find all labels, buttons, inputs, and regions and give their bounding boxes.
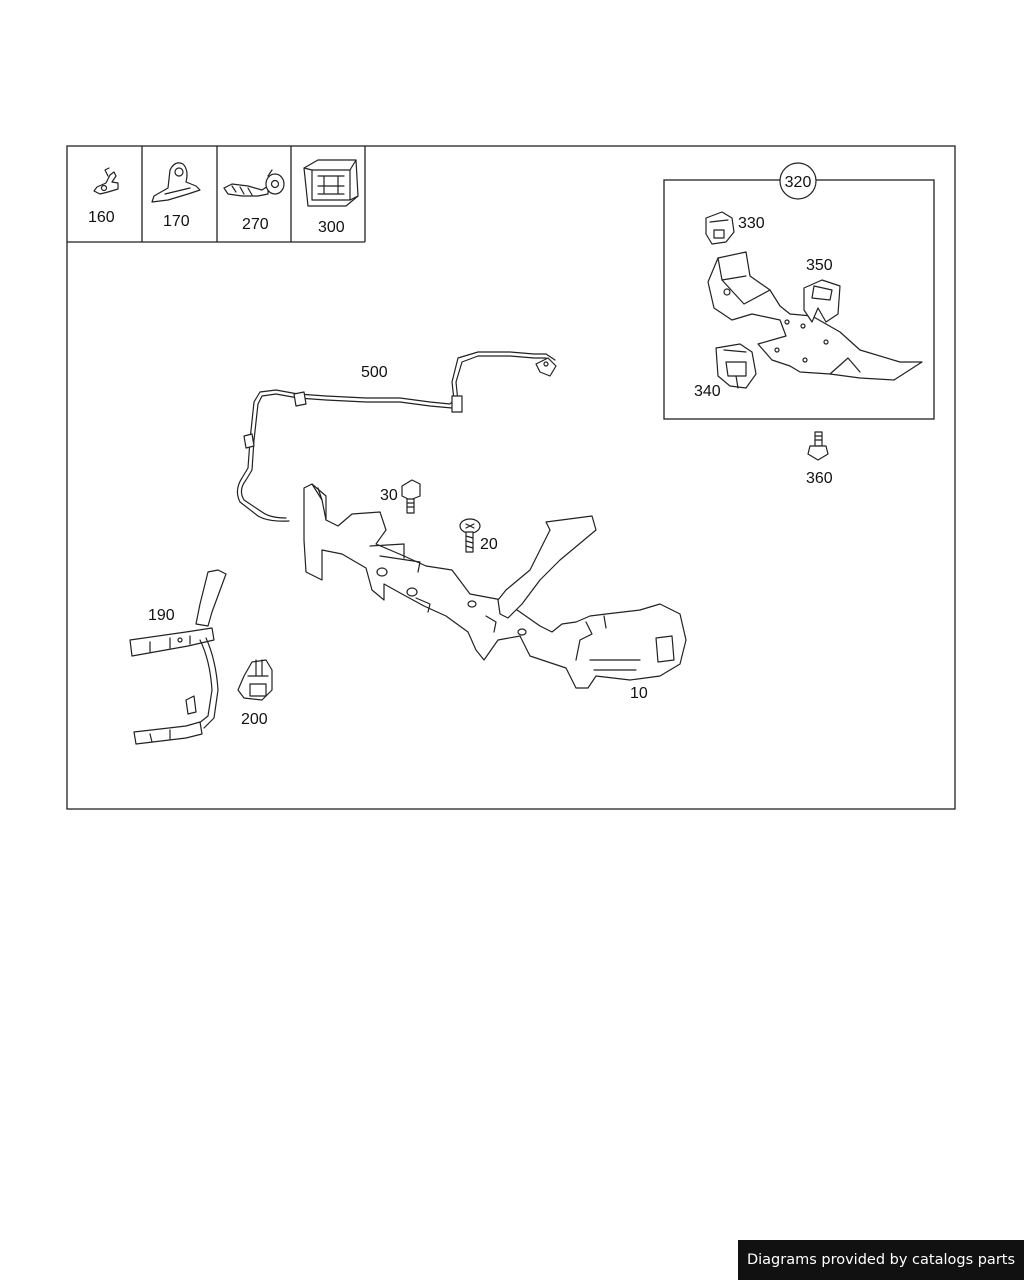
part-number-350: 350 bbox=[806, 257, 833, 274]
part-number-190: 190 bbox=[148, 607, 175, 624]
legend-part-number-270: 270 bbox=[242, 216, 269, 233]
legend-part-number-300: 300 bbox=[318, 219, 345, 236]
mounting-bracket-icon[interactable] bbox=[151, 162, 201, 203]
part-number-340: 340 bbox=[694, 383, 721, 400]
part-number-10: 10 bbox=[630, 685, 648, 702]
holder-350-icon[interactable] bbox=[803, 279, 841, 323]
small-clip-icon[interactable] bbox=[93, 167, 119, 195]
inset-bracket-icon[interactable] bbox=[707, 251, 923, 381]
ground-cable-190-icon[interactable] bbox=[129, 569, 227, 745]
bolt-30-icon[interactable] bbox=[401, 479, 421, 514]
clip-340-icon[interactable] bbox=[715, 343, 757, 389]
diagram-frame bbox=[66, 145, 956, 810]
legend-part-number-160: 160 bbox=[88, 209, 115, 226]
clip-330-icon[interactable] bbox=[705, 211, 735, 245]
cable-500-icon[interactable] bbox=[236, 351, 557, 522]
holder-clip-icon[interactable] bbox=[303, 159, 359, 207]
part-number-330: 330 bbox=[738, 215, 765, 232]
screw-20-icon[interactable] bbox=[459, 518, 481, 553]
part-number-30: 30 bbox=[380, 487, 398, 504]
legend-part-number-170: 170 bbox=[163, 213, 190, 230]
part-number-200: 200 bbox=[241, 711, 268, 728]
ground-strap-icon[interactable] bbox=[223, 169, 285, 197]
part-number-500: 500 bbox=[361, 364, 388, 381]
part-number-20: 20 bbox=[480, 536, 498, 553]
inset-group-number: 320 bbox=[785, 174, 812, 191]
legend-grid bbox=[67, 146, 366, 243]
clip-200-icon[interactable] bbox=[237, 659, 273, 701]
watermark-banner: Diagrams provided by catalogs parts bbox=[738, 1240, 1024, 1280]
inset-group-badge bbox=[779, 162, 817, 200]
part-number-360: 360 bbox=[806, 470, 833, 487]
bolt-360-icon[interactable] bbox=[807, 431, 829, 461]
main-bracket-10-icon[interactable] bbox=[303, 483, 687, 689]
